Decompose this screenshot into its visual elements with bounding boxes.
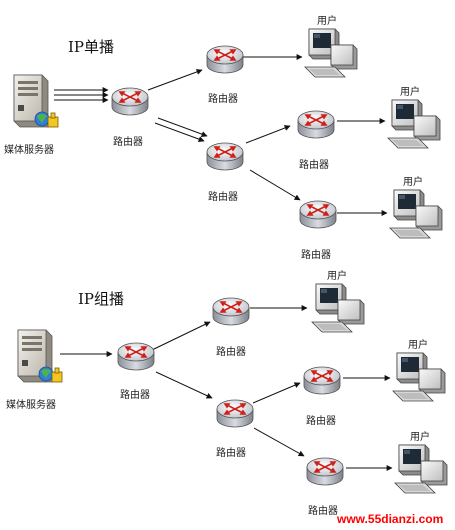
- media-server-icon: [17, 329, 63, 383]
- router-label: 路由器: [301, 248, 331, 261]
- multicast-title: IP组播: [78, 290, 124, 308]
- router-icon: [216, 399, 254, 428]
- unicast-section: IP单播 媒体服务器 路由器 路由器 路由器 路由器 路由器 用户 用户: [4, 14, 443, 261]
- router-icon: [111, 87, 149, 116]
- multicast-section: IP组播 媒体服务器 路由器 路由器 路由器 路由器 路由器 用户 用户 用户: [6, 269, 448, 517]
- router-label: 路由器: [208, 92, 238, 105]
- user-pc-icon: [389, 189, 443, 239]
- server-label: 媒体服务器: [6, 398, 56, 411]
- user-pc-icon: [304, 28, 358, 78]
- router-label: 路由器: [306, 414, 336, 427]
- router-icon: [306, 457, 344, 486]
- router-icon: [212, 297, 250, 326]
- router-icon: [117, 342, 155, 371]
- user-label: 用户: [410, 430, 430, 443]
- unicast-links: [54, 54, 388, 216]
- router-icon: [303, 366, 341, 395]
- router-icon: [299, 200, 337, 229]
- user-pc-icon: [392, 352, 446, 402]
- user-pc-icon: [311, 283, 365, 333]
- router-label: 路由器: [113, 135, 143, 148]
- unicast-title: IP单播: [68, 38, 114, 56]
- media-server-icon: [13, 74, 59, 128]
- user-label: 用户: [400, 85, 420, 98]
- router-label: 路由器: [216, 345, 246, 358]
- user-pc-icon: [394, 444, 448, 494]
- router-label: 路由器: [216, 446, 246, 459]
- server-label: 媒体服务器: [4, 143, 54, 156]
- multicast-links: [60, 305, 393, 471]
- router-label: 路由器: [208, 190, 238, 203]
- router-label: 路由器: [308, 504, 338, 517]
- user-label: 用户: [327, 269, 347, 282]
- user-label: 用户: [403, 175, 423, 188]
- watermark: www.55dianzi.com: [336, 512, 443, 526]
- router-label: 路由器: [299, 158, 329, 171]
- router-icon: [206, 45, 244, 74]
- router-icon: [206, 142, 244, 171]
- user-label: 用户: [408, 338, 428, 351]
- router-label: 路由器: [120, 388, 150, 401]
- user-label: 用户: [317, 14, 337, 27]
- user-pc-icon: [387, 99, 441, 149]
- router-icon: [297, 110, 335, 139]
